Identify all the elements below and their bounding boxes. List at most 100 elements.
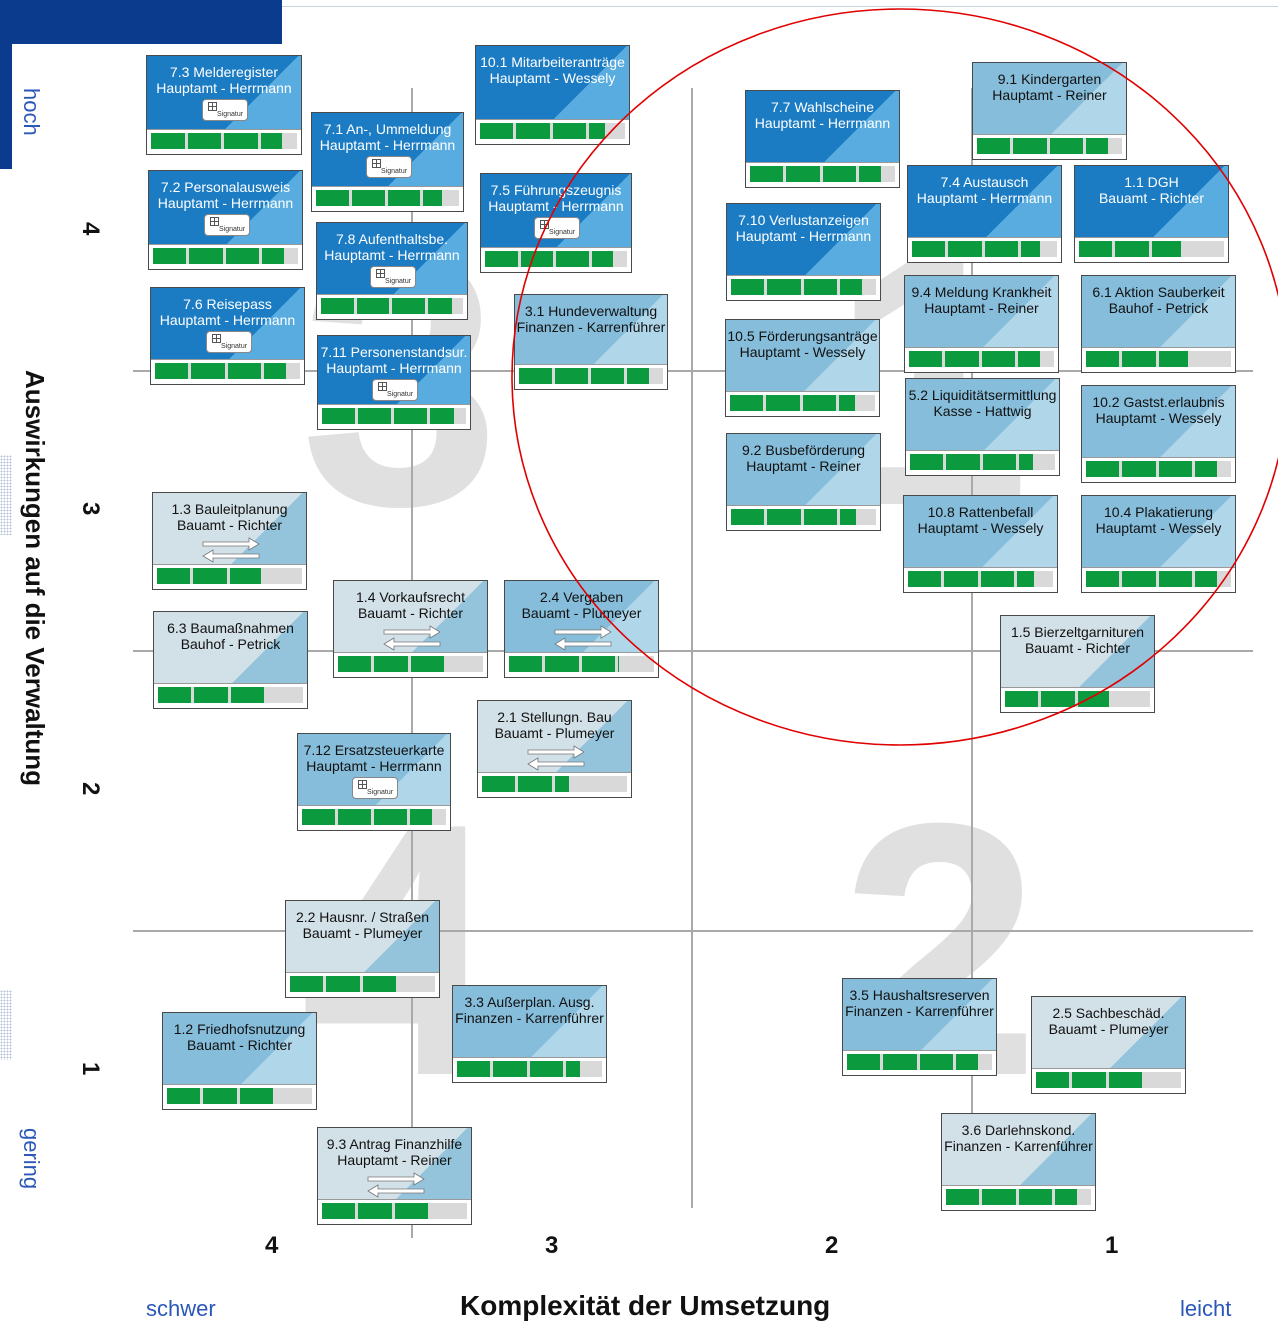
progress-segment bbox=[786, 166, 820, 182]
x-axis-title: Komplexität der Umsetzung bbox=[460, 1290, 831, 1321]
progress-segment bbox=[847, 1054, 881, 1070]
process-card[interactable]: 2.5 Sachbeschäd.Bauamt - Plumeyer bbox=[1031, 996, 1186, 1094]
signature-label: Signatur bbox=[381, 168, 408, 175]
card-title: 6.3 Baumaßnahmen bbox=[167, 620, 294, 636]
progress-segment bbox=[1036, 1072, 1070, 1088]
progress-segment bbox=[493, 1061, 527, 1077]
progress-segment bbox=[1158, 351, 1188, 367]
progress-bar bbox=[485, 251, 627, 267]
card-title: 7.1 An-, Ummeldung bbox=[323, 121, 452, 137]
card-title: 7.5 Führungszeugnis bbox=[490, 182, 622, 198]
progress-segment bbox=[731, 279, 765, 295]
progress-strip bbox=[286, 972, 439, 997]
progress-segment bbox=[1077, 691, 1110, 707]
progress-bar bbox=[909, 351, 1054, 367]
progress-bar bbox=[908, 571, 1053, 587]
progress-bar bbox=[158, 687, 303, 703]
progress-segment bbox=[1041, 691, 1075, 707]
dot-pattern bbox=[0, 455, 12, 535]
progress-segment bbox=[387, 190, 421, 206]
progress-bar bbox=[155, 363, 300, 379]
progress-bar bbox=[731, 279, 876, 295]
progress-bar bbox=[157, 568, 302, 584]
process-card[interactable]: 3.3 Außerplan. Ausg.Finanzen - Karrenfüh… bbox=[452, 985, 607, 1083]
card-title: 9.3 Antrag Finanzhilfe bbox=[326, 1136, 463, 1152]
progress-bar bbox=[151, 133, 297, 149]
progress-segment bbox=[520, 251, 553, 267]
progress-segment bbox=[948, 241, 982, 257]
progress-segment bbox=[552, 123, 586, 139]
y-tick-4: 4 bbox=[77, 222, 104, 236]
progress-segment bbox=[167, 1088, 201, 1104]
progress-segment bbox=[802, 395, 836, 411]
progress-segment bbox=[591, 251, 613, 267]
signature-icon: Signatur bbox=[204, 214, 250, 236]
progress-bar bbox=[1079, 241, 1224, 257]
header-rule bbox=[282, 6, 1278, 7]
process-card[interactable]: 3.6 Darlehnskond.Finanzen - Karrenführer bbox=[941, 1113, 1096, 1211]
signature-box-icon bbox=[210, 217, 219, 226]
progress-segment bbox=[430, 408, 455, 424]
exchange-arrows-icon bbox=[527, 745, 585, 771]
progress-segment bbox=[1158, 571, 1192, 587]
progress-strip bbox=[505, 652, 658, 677]
card-owner: Bauamt - Plumeyer bbox=[302, 925, 423, 941]
progress-bar bbox=[322, 408, 466, 424]
card-title: 2.2 Hausnr. / Straßen bbox=[295, 909, 430, 925]
progress-bar bbox=[153, 248, 298, 264]
progress-strip bbox=[476, 119, 629, 144]
signature-box-icon bbox=[212, 334, 221, 343]
progress-strip bbox=[908, 237, 1061, 262]
card-owner: Hauptamt - Wessely bbox=[489, 70, 616, 86]
card-owner: Bauamt - Plumeyer bbox=[1048, 1021, 1169, 1037]
progress-segment bbox=[153, 248, 187, 264]
progress-segment bbox=[410, 809, 432, 825]
progress-segment bbox=[151, 133, 185, 149]
process-card[interactable]: 7.11 Personenstandsur.Hauptamt - Herrman… bbox=[317, 335, 471, 430]
progress-segment bbox=[839, 509, 856, 525]
exchange-arrows-icon bbox=[554, 625, 612, 651]
progress-segment bbox=[326, 976, 360, 992]
progress-segment bbox=[362, 976, 396, 992]
progress-strip bbox=[726, 391, 879, 416]
progress-bar bbox=[1005, 691, 1150, 707]
progress-segment bbox=[565, 1061, 581, 1077]
card-title: 9.1 Kindergarten bbox=[997, 71, 1102, 87]
progress-strip bbox=[906, 450, 1059, 475]
x-tick-3: 3 bbox=[545, 1232, 559, 1259]
progress-bar bbox=[731, 509, 876, 525]
card-title: 10.8 Rattenbefall bbox=[927, 504, 1034, 520]
